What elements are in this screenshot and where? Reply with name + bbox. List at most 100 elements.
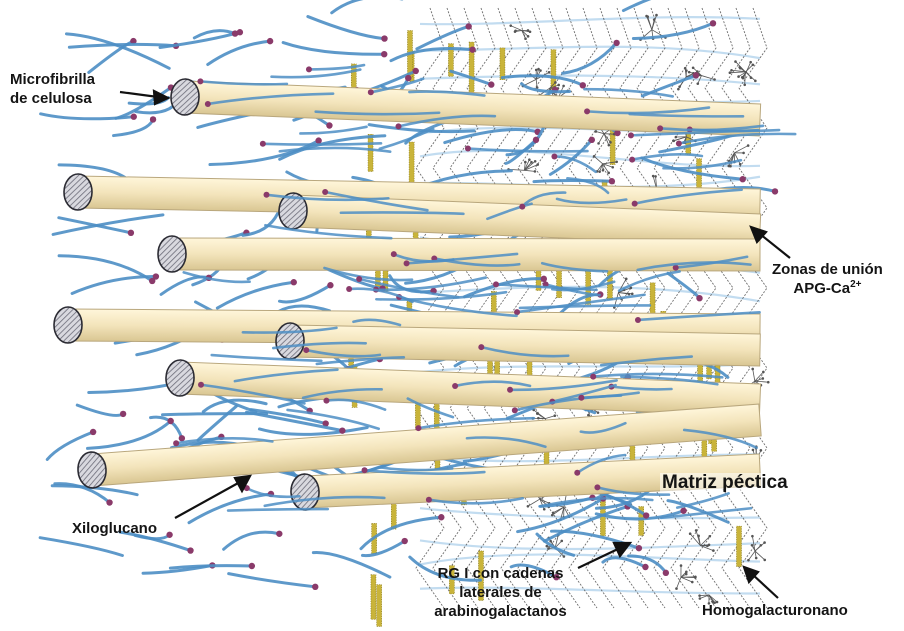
xyloglucan-node [636, 545, 642, 551]
xyloglucan-node [657, 125, 663, 131]
xyloglucan-node [629, 157, 635, 163]
xyloglucan-chain [623, 0, 699, 11]
xyloglucan-node [635, 317, 641, 323]
xyloglucan-node [696, 295, 702, 301]
xyloglucan-node [205, 101, 211, 107]
xyloglucan-node [260, 141, 266, 147]
cellulose-microfibril [158, 236, 760, 273]
label-zonas-line2-text: APG-Ca [793, 280, 850, 297]
xyloglucan-node [173, 440, 179, 446]
xyloglucan-node [465, 146, 471, 152]
microfibril-end [170, 78, 199, 115]
matrix-strand [420, 17, 760, 24]
rg-cluster [613, 278, 634, 309]
xyloglucan-node [415, 425, 421, 431]
xyloglucan-node [291, 279, 297, 285]
xyloglucan-chain [677, 493, 728, 507]
xyloglucan-chain [283, 43, 384, 55]
label-microfibrilla: Microfibrilla de celulosa [10, 70, 95, 108]
xyloglucan-node [680, 508, 686, 514]
xyloglucan-node [438, 514, 444, 520]
xyloglucan-node [519, 204, 525, 210]
label-rg-i: RG I con cadenas laterales de arabinogal… [413, 564, 588, 621]
xyloglucan-chain [272, 70, 361, 78]
junction-zone [409, 142, 414, 186]
xyloglucan-chain [332, 0, 402, 13]
xyloglucan-node [493, 281, 499, 287]
label-microfibrilla-line2: de celulosa [10, 89, 95, 108]
rg-cluster [675, 564, 697, 590]
xyloglucan-chain [114, 119, 153, 135]
xyloglucan-node [368, 89, 374, 95]
xyloglucan-node [381, 35, 387, 41]
label-rg-line3: arabinogalactanos [413, 602, 588, 621]
xyloglucan-node [580, 82, 586, 88]
xyloglucan-node [514, 309, 520, 315]
junction-zone [371, 575, 376, 620]
xyloglucan-node [167, 418, 173, 424]
xyloglucan-node [584, 108, 590, 114]
junction-zone [500, 48, 505, 80]
xyloglucan-chain [308, 17, 385, 39]
label-zonas-line1: Zonas de unión [772, 260, 883, 279]
xyloglucan-node [404, 260, 410, 266]
label-rg-line1: RG I con cadenas [413, 564, 588, 583]
xyloglucan-node [198, 382, 204, 388]
xyloglucan-node [391, 251, 397, 257]
xyloglucan-chain [224, 532, 280, 549]
label-matriz-pectica: Matriz péctica [660, 473, 790, 492]
xyloglucan-node [628, 132, 634, 138]
xyloglucan-node [507, 387, 513, 393]
xyloglucan-node [643, 512, 649, 518]
junction-zone [368, 134, 373, 171]
xyloglucan-chain [259, 427, 367, 434]
xyloglucan-node [131, 114, 137, 120]
xyloglucan-node [326, 122, 332, 128]
xyloglucan-node [426, 497, 432, 503]
xyloglucan-node [405, 75, 411, 81]
xyloglucan-node [594, 484, 600, 490]
xyloglucan-node [710, 20, 716, 26]
label-zonas-union: Zonas de unión APG-Ca2+ [772, 260, 883, 298]
xyloglucan-node [574, 470, 580, 476]
xyloglucan-node [381, 51, 387, 57]
xyloglucan-chain [77, 405, 123, 415]
xyloglucan-chain [341, 212, 464, 213]
xyloglucan-node [402, 538, 408, 544]
xyloglucan-node [395, 123, 401, 129]
xyloglucan-chain [59, 165, 125, 177]
microfibril-end [54, 307, 82, 343]
xyloglucan-node [339, 427, 345, 433]
xyloglucan-chain [520, 305, 650, 308]
label-homogalacturonano: Homogalacturonano [702, 601, 848, 620]
xyloglucan-chain [161, 277, 209, 294]
xyloglucan-node [306, 66, 312, 72]
label-xiloglucano: Xiloglucano [72, 519, 157, 538]
xyloglucan-node [276, 531, 282, 537]
xyloglucan-node [346, 286, 352, 292]
xyloglucan-chain [208, 41, 270, 64]
xyloglucan-node [264, 192, 270, 198]
microfibril-end [64, 174, 93, 211]
xyloglucan-node [551, 153, 557, 159]
xyloglucan-node [772, 188, 778, 194]
xyloglucan-node [693, 72, 699, 78]
rg-cluster [509, 24, 531, 40]
matrix-strand [420, 151, 760, 166]
xyloglucan-chain [313, 553, 390, 578]
rg-cluster [727, 144, 749, 167]
xyloglucan-chain [88, 421, 171, 448]
xyloglucan-node [356, 276, 362, 282]
xyloglucan-node [452, 383, 458, 389]
xyloglucan-chain [502, 76, 583, 86]
microfibril-end [158, 236, 186, 272]
xyloglucan-node [267, 38, 273, 44]
xyloglucan-node [312, 584, 318, 590]
xyloglucan-node [120, 411, 126, 417]
xyloglucan-node [362, 467, 368, 473]
xyloglucan-node [590, 374, 596, 380]
xyloglucan-node [533, 137, 539, 143]
microfibril-end [165, 359, 194, 396]
junction-zone [377, 585, 382, 627]
label-rg-line2: laterales de [413, 583, 588, 602]
